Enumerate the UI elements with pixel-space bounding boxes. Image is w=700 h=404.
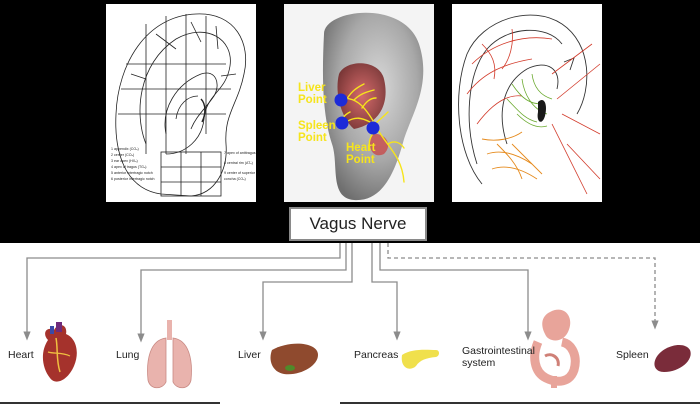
arrow-to-liver: [259, 243, 353, 341]
organ-label-heart: Heart: [8, 349, 34, 361]
svg-text:7 apex of antitragus: 7 apex of antitragus: [224, 151, 256, 155]
arrow-to-pancreas: [371, 243, 401, 341]
organ-label-pancreas: Pancreas: [354, 349, 399, 361]
svg-text:1 appendix (COₐ): 1 appendix (COₐ): [111, 147, 139, 151]
lung-icon: [147, 320, 192, 389]
ear-photo-drawing: [322, 12, 424, 201]
bottom-rule-right: [340, 402, 700, 404]
heart-point-label: Heart Point: [346, 142, 376, 166]
organ-label-gi: Gastrointestinal system: [462, 345, 535, 369]
organ-label-lung: Lung: [116, 349, 140, 361]
svg-text:6 posterior intertragic notch: 6 posterior intertragic notch: [111, 177, 155, 181]
svg-text:2 center (COₐ): 2 center (COₐ): [111, 153, 134, 157]
svg-text:8 central rim (ATₐ): 8 central rim (ATₐ): [224, 161, 253, 165]
spleen-icon: [654, 344, 691, 372]
heart-icon: [42, 322, 77, 382]
spleen-point-dot: [335, 116, 349, 130]
svg-text:9 center of superior: 9 center of superior: [224, 171, 256, 175]
arrow-to-lung: [137, 243, 347, 343]
arrow-to-heart: [23, 243, 341, 341]
organ-label-spleen: Spleen: [616, 349, 649, 361]
arrow-to-gi: [379, 243, 532, 341]
organ-label-liver: Liver: [238, 349, 261, 361]
gastrointestinal-icon: [530, 309, 580, 388]
vagus-nerve-box: Vagus Nerve: [289, 207, 427, 241]
svg-text:3 ear apex (HXₐ): 3 ear apex (HXₐ): [111, 159, 138, 163]
arrow-to-spleen: [387, 243, 659, 330]
auricular-map-panel: 1 appendix (COₐ) 2 center (COₐ) 3 ear ap…: [106, 4, 256, 202]
liver-point-label: Liver Point: [298, 82, 327, 106]
ear-acupoint-panel: Liver Point Spleen Point Heart Point: [284, 4, 434, 202]
svg-text:concha (COₐ): concha (COₐ): [224, 177, 246, 181]
bottom-rule-left: [0, 402, 220, 404]
liver-icon: [270, 343, 318, 375]
heart-point-dot: [366, 121, 380, 135]
svg-text:5 anterior intertragic notch: 5 anterior intertragic notch: [111, 171, 153, 175]
liver-point-dot: [334, 93, 348, 107]
spleen-point-label: Spleen Point: [298, 120, 336, 144]
ear-nerve-distribution-panel: [452, 4, 602, 202]
auricular-map-drawing: 1 appendix (COₐ) 2 center (COₐ) 3 ear ap…: [111, 13, 256, 197]
svg-text:4 apex of tragus (TGₐ): 4 apex of tragus (TGₐ): [111, 165, 147, 169]
ear-nerve-drawing: [458, 14, 601, 195]
pancreas-icon: [401, 349, 439, 369]
